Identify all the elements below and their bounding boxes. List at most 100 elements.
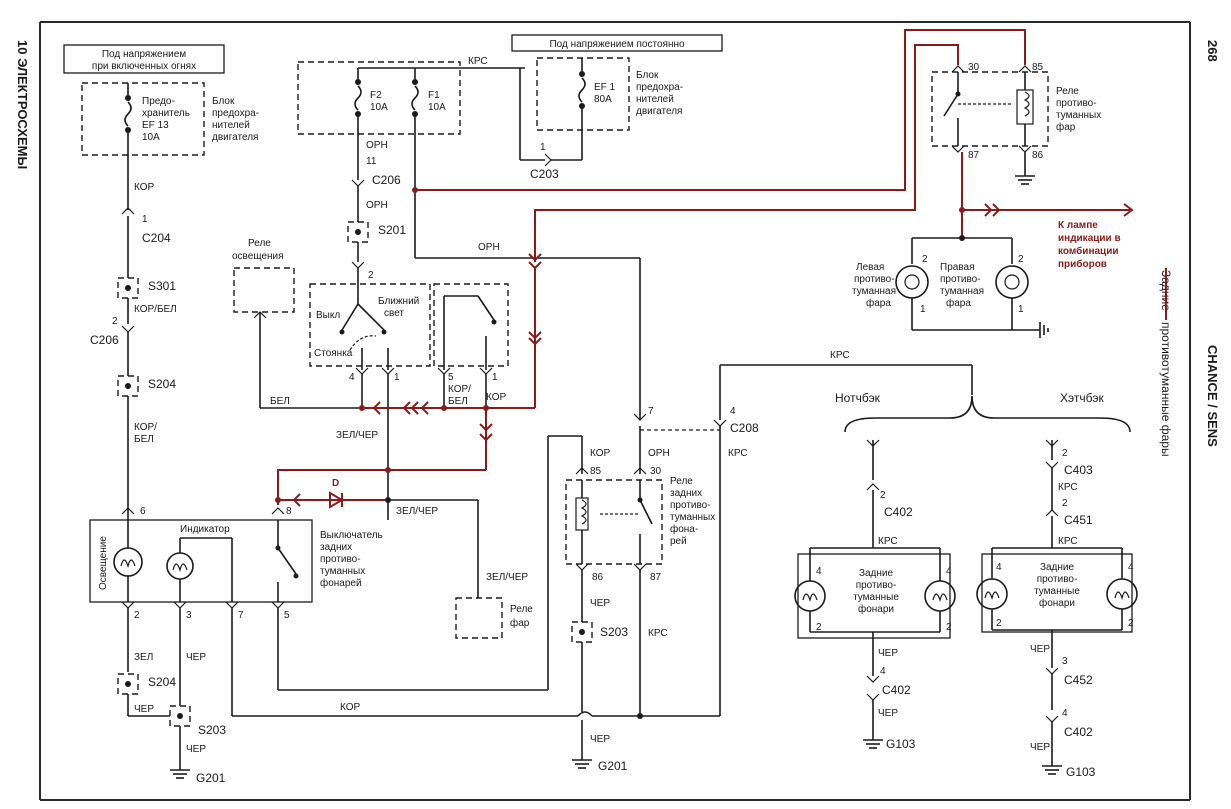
notchback-lamps-3: туманные [853, 592, 899, 603]
lights-on-label-2: при включенных огнях [92, 61, 196, 72]
f2-fuse-symbol [354, 85, 362, 111]
rear-fog-switch-contact [433, 283, 509, 367]
hatchback-lamps-3: туманные [1034, 586, 1080, 597]
hatchback-c403-pin: 2 [1062, 448, 1068, 459]
hatchback-krs-2: КРС [1058, 536, 1078, 547]
front-fog-pin-1b: 1 [1018, 304, 1024, 315]
fog-relay-label-4: фар [1056, 121, 1076, 133]
wire-zel: ЗЕЛ [134, 652, 153, 663]
fuse-pair-block [297, 61, 461, 135]
right-fog-label-4: фара [946, 297, 971, 309]
switch-low-beam-1: Ближний [378, 296, 419, 307]
fog-relay-pin-30: 30 [968, 62, 980, 73]
hatchback-c452-pin: 3 [1062, 656, 1068, 667]
rear-relay-label-2: задних [670, 488, 702, 499]
notchback-lamp-pin-4a: 4 [816, 566, 822, 577]
constant-label: Под напряжением постоянно [549, 39, 685, 50]
hatchback-lamp-pin-2a: 2 [996, 618, 1002, 629]
switch-low-beam-2: свет [384, 308, 404, 319]
ef13-fuse-symbol [124, 101, 132, 127]
front-fog-pin-1a: 1 [920, 304, 926, 315]
wire-orn-2: ОРН [366, 200, 388, 211]
c206-left-pin: 2 [112, 316, 118, 327]
model-header: CHANCE / SENS [1205, 345, 1220, 447]
rear-switch-illumination: Освещение [98, 536, 109, 590]
f2-name: F2 [370, 90, 382, 101]
rear-relay-pin-30: 30 [650, 466, 662, 477]
wire-zel-cher-3: ЗЕЛ/ЧЕР [486, 572, 528, 583]
rear-fog-switch [89, 519, 313, 603]
s201-label: S201 [378, 223, 406, 237]
wire-zel-cher-2: ЗЕЛ/ЧЕР [396, 506, 438, 517]
hatchback-c402-pin: 4 [1062, 708, 1068, 719]
notchback-c402-top-label: C402 [884, 505, 913, 519]
rear-switch-label-5: фонарей [320, 577, 362, 589]
ef1-fuse-block [536, 57, 630, 131]
ef13-label-2: хранитель [142, 108, 190, 119]
wire-kor-1: КОР [134, 182, 154, 193]
s201-pin: 2 [368, 270, 374, 281]
s204-upper-label: S204 [148, 377, 176, 391]
f2-rating: 10A [370, 102, 388, 113]
hatchback-c451-label: C451 [1064, 513, 1093, 527]
diode-symbol [329, 491, 344, 509]
lighting-relay-label-2: освещения [232, 251, 284, 262]
title-rest: противотуманные фары [1159, 322, 1173, 457]
f1-name: F1 [428, 90, 440, 101]
hatchback-c451-pin: 2 [1062, 498, 1068, 509]
wire-cher-relay-2: ЧЕР [590, 734, 610, 745]
rear-fog-relay [565, 479, 663, 565]
c206-top-pin: 11 [366, 156, 377, 167]
s203-left-label: S203 [198, 723, 226, 737]
rear-relay-label-4: туманных [670, 512, 715, 523]
wire-orn-relay: ОРН [648, 448, 670, 459]
ground-front-fogs [1039, 322, 1049, 338]
left-fog-label-2: противо- [854, 274, 895, 285]
ef13-block-2: предохра- [212, 108, 259, 119]
switch-pin-1a: 1 [394, 372, 400, 383]
right-fog-label-2: противо- [940, 274, 981, 285]
wire-krs-c208: КРС [728, 448, 748, 459]
notchback-lamps-2: противо- [856, 580, 897, 591]
indicator-note-2: индикации в [1058, 233, 1121, 244]
notchback-title: Нотчбэк [835, 391, 881, 405]
ef13-label-4: 10A [142, 132, 160, 143]
wire-kor-bel-1: КОР/БЕЛ [134, 304, 177, 315]
rear-switch-label-3: противо- [320, 554, 361, 565]
wire-kor-relay: КОР [590, 448, 610, 459]
rear-relay-pin-86: 86 [592, 572, 604, 583]
hatchback-cher-2: ЧЕР [1030, 742, 1050, 753]
hatchback-cher-1: ЧЕР [1030, 644, 1050, 655]
branch-brace [844, 395, 1131, 433]
c204-label: C204 [142, 231, 171, 245]
s301-label: S301 [148, 279, 176, 293]
notchback-cher-2: ЧЕР [878, 708, 898, 719]
red-wire-relay-30 [534, 44, 959, 262]
wire-kor-bel-2b: БЕЛ [134, 434, 154, 445]
ef1-fuse-symbol [578, 77, 586, 103]
rear-switch-pin-3: 3 [186, 610, 192, 621]
hatchback-lamp-pin-4b: 4 [1128, 562, 1134, 573]
wire-krs-top-right: КРС [830, 350, 850, 361]
c203-pin: 1 [540, 142, 546, 153]
switch-off-label: Выкл [316, 310, 340, 321]
fog-lamp-relay [931, 71, 1049, 147]
s203-mid-label: S203 [600, 625, 628, 639]
wire-kor-bel-2a: КОР/ [134, 422, 157, 433]
notchback-c402-bottom-pin: 4 [880, 666, 886, 677]
switch-pin-5: 5 [448, 372, 454, 383]
c208-pin-relay: 7 [648, 406, 654, 417]
wire-cher-relay: ЧЕР [590, 598, 610, 609]
wire-cher-left-3: ЧЕР [186, 744, 206, 755]
rear-switch-pin-6: 6 [140, 506, 146, 517]
wire-kor-bel-sw-2: БЕЛ [448, 396, 468, 407]
indicator-note-1: К лампе [1058, 220, 1098, 231]
rear-switch-pin-2: 2 [134, 610, 140, 621]
right-fog-label-3: туманная [940, 286, 984, 297]
headlight-relay-label-2: фар [510, 617, 530, 629]
ground-g201-mid [572, 759, 592, 769]
f1-rating: 10A [428, 102, 446, 113]
left-margin-header: 10 ЭЛЕКТРОСХЕМЫ [15, 40, 30, 169]
wire-cher-left-2: ЧЕР [134, 704, 154, 715]
